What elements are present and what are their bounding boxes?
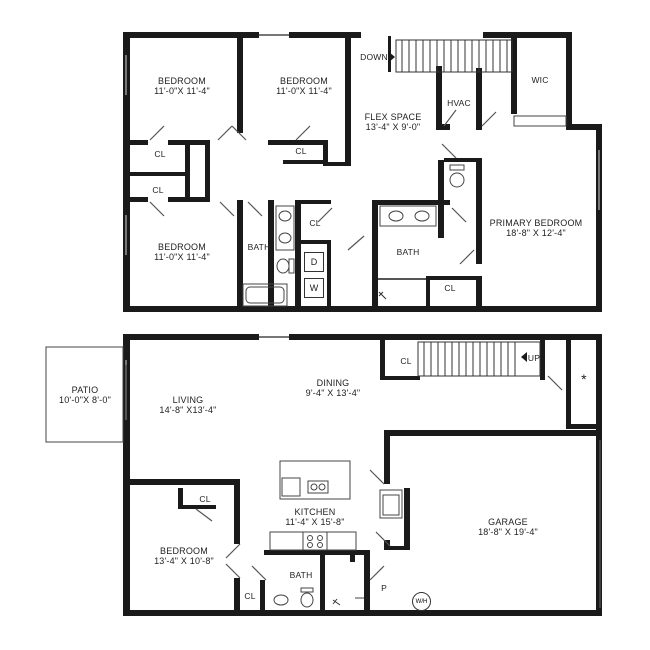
- room-label-garage: GARAGE 18'-8" X 19'-4": [478, 517, 538, 537]
- hvac-label: HVAC: [447, 98, 471, 108]
- room-label-primary-bedroom: PRIMARY BEDROOM 18'-8" X 12'-4": [490, 218, 583, 238]
- room-dimensions: 18'-8" X 19'-4": [478, 527, 538, 537]
- wic-shelf: [513, 115, 567, 127]
- room-label-dining: DINING 9'-4" X 13'-4": [306, 378, 361, 398]
- lower-floor-walls: [123, 334, 602, 616]
- upper-door-swings: [149, 109, 497, 265]
- room-dimensions: 11'-4" X 15'-8": [285, 517, 345, 527]
- vanity-hall-bath: [275, 205, 295, 251]
- room-dimensions: 10'-0"X 8'-0": [59, 395, 111, 405]
- closet-label-stair: CL: [400, 356, 412, 366]
- down-arrow-icon: [389, 52, 395, 62]
- star-mark: *: [581, 371, 587, 387]
- kitchen-sink: [307, 480, 329, 494]
- lower-fixtures: [269, 460, 403, 608]
- closet-label-4: CL: [309, 218, 321, 228]
- room-name: GARAGE: [488, 517, 528, 527]
- closet-label-bedroom: CL: [199, 494, 211, 504]
- room-name: BEDROOM: [280, 76, 328, 86]
- down-label: DOWN: [360, 52, 388, 62]
- dryer: D: [304, 252, 324, 272]
- closet-label-2: CL: [152, 185, 164, 195]
- bathtub: [242, 283, 288, 307]
- room-dimensions: 11'-0"X 11'-4": [154, 252, 210, 262]
- shower-icon: [378, 291, 387, 300]
- range: [302, 531, 328, 551]
- room-name: PRIMARY BEDROOM: [489, 218, 583, 228]
- room-name: PATIO: [71, 385, 99, 395]
- room-dimensions: 11'-0"X 11'-4": [276, 86, 332, 96]
- room-dimensions: 14'-8" X13'-4": [159, 405, 217, 415]
- closet-label-1: CL: [154, 149, 166, 159]
- shower-icon-lower: [332, 598, 341, 606]
- upper-fixtures: [242, 115, 567, 307]
- hall-bath-label: BATH: [247, 242, 271, 252]
- water-heater: W/H: [412, 592, 431, 611]
- room-label-patio: PATIO 10'-0"X 8'-0": [59, 385, 111, 405]
- room-label-bedroom-2: BEDROOM 11'-0"X 11'-4": [276, 76, 332, 96]
- closet-label-hall: CL: [244, 591, 256, 601]
- room-dimensions: 11'-0"X 11'-4": [154, 86, 210, 96]
- washer: W: [304, 278, 324, 298]
- closet-label-5: CL: [444, 283, 456, 293]
- bath-toilet: [300, 592, 314, 608]
- pantry-label: P: [381, 583, 387, 593]
- room-name: BEDROOM: [160, 546, 208, 556]
- lower-stairs: [417, 341, 541, 377]
- counter: [269, 531, 357, 551]
- vanity-primary-bath: [379, 205, 437, 227]
- room-label-bedroom: BEDROOM 13'-4" X 10'-8": [154, 546, 214, 566]
- room-name: BEDROOM: [158, 242, 206, 252]
- room-dimensions: 9'-4" X 13'-4": [305, 388, 361, 398]
- room-label-kitchen: KITCHEN 11'-4" X 15'-8": [285, 507, 344, 527]
- room-label-bedroom-3: BEDROOM 11'-0"X 11'-4": [154, 242, 210, 262]
- room-name: KITCHEN: [294, 507, 336, 517]
- kitchen-island: [279, 460, 351, 500]
- up-label: UP: [527, 353, 541, 363]
- room-dimensions: 13'-4" X 9'-0": [365, 122, 421, 132]
- bath-sink: [273, 594, 289, 606]
- lower-door-swings: [195, 375, 563, 581]
- room-name: BEDROOM: [158, 76, 206, 86]
- room-name: FLEX SPACE: [364, 112, 422, 122]
- fridge: [379, 489, 403, 519]
- lower-bath-label: BATH: [289, 570, 313, 580]
- upper-floor-walls: [123, 32, 602, 312]
- primary-bath-label: BATH: [396, 247, 420, 257]
- toilet-primary-bath: [449, 172, 465, 188]
- up-arrow-icon: [521, 352, 527, 362]
- upper-stairs: [395, 39, 513, 73]
- patio-outline: [45, 346, 124, 443]
- room-label-living: LIVING 14'-8" X13'-4": [159, 395, 216, 415]
- wic-label: WIC: [531, 75, 549, 85]
- closet-label-3: CL: [295, 146, 307, 156]
- room-label-bedroom-1: BEDROOM 11'-0"X 11'-4": [154, 76, 210, 96]
- room-name: LIVING: [172, 395, 204, 405]
- toilet-hall-bath: [276, 258, 290, 274]
- room-dimensions: 13'-4" X 10'-8": [154, 556, 214, 566]
- room-dimensions: 18'-8" X 12'-4": [506, 228, 566, 238]
- room-name: DINING: [316, 378, 350, 388]
- room-label-flex-space: FLEX SPACE 13'-4" X 9'-0": [365, 112, 422, 132]
